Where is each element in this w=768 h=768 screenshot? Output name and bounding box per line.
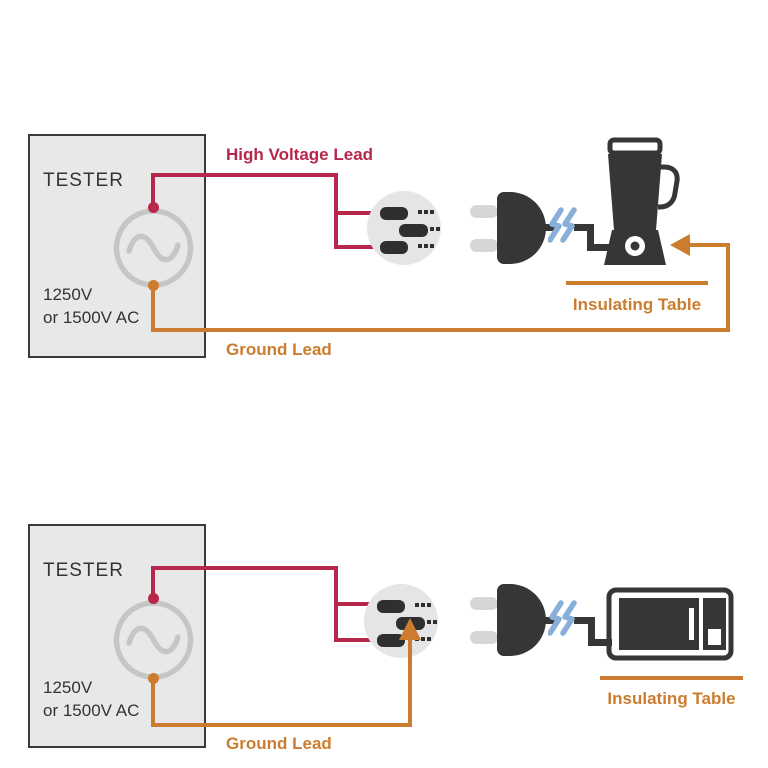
- wire-segment: [336, 638, 382, 642]
- ground-terminal-dot: [148, 280, 159, 291]
- ground-arrowhead-icon: [670, 234, 690, 256]
- voltage-rating: 1250V or 1500V AC: [43, 676, 139, 722]
- power-cord-segment: [574, 617, 594, 624]
- wire-segment: [336, 211, 382, 215]
- microwave-icon: [606, 587, 734, 661]
- tester-label: TESTER: [43, 170, 124, 191]
- ac-source-icon: [113, 600, 194, 680]
- voltage-line1: 1250V: [43, 285, 93, 304]
- high-voltage-terminal-dot: [148, 202, 159, 213]
- ground-arrowhead-icon: [399, 618, 421, 640]
- tester-label: TESTER: [43, 560, 124, 581]
- voltage-line2: or 1500V AC: [43, 701, 140, 720]
- voltage-line1: 1250V: [43, 678, 93, 697]
- wire-segment: [151, 566, 155, 600]
- voltage-line2: or 1500V AC: [43, 308, 140, 327]
- ground-terminal-dot: [148, 673, 159, 684]
- wire-segment: [151, 328, 730, 332]
- power-cord-segment: [588, 639, 612, 646]
- power-cord-segment: [543, 617, 555, 624]
- ground-lead-label: Ground Lead: [226, 340, 332, 359]
- wire-segment: [336, 245, 382, 249]
- wire-segment: [151, 679, 155, 727]
- insulating-table-label: Insulating Table: [572, 295, 702, 314]
- wire-segment: [336, 602, 382, 606]
- power-cord-segment: [587, 244, 612, 251]
- ac-source-icon: [113, 208, 194, 288]
- blender-icon: [604, 137, 680, 265]
- wire-segment: [151, 566, 338, 570]
- insulating-table-line: [566, 281, 708, 285]
- plug-icon: [470, 584, 546, 656]
- cord-break-icon: [548, 600, 577, 636]
- power-cord-segment: [587, 224, 594, 251]
- insulating-table-label: Insulating Table: [607, 689, 736, 708]
- wire-segment: [408, 640, 412, 727]
- power-cord-segment: [574, 224, 594, 231]
- power-cord-segment: [588, 617, 595, 646]
- wire-segment: [690, 243, 730, 247]
- power-cord-segment: [543, 224, 555, 231]
- wire-segment: [151, 286, 155, 332]
- wire-segment: [151, 173, 155, 207]
- plug-icon: [470, 192, 546, 264]
- wire-segment: [726, 243, 730, 332]
- wire-segment: [151, 173, 338, 177]
- outlet-face-icon: [367, 191, 441, 265]
- high-voltage-lead-label: High Voltage Lead: [226, 145, 374, 164]
- ground-lead-label: Ground Lead: [226, 734, 332, 753]
- cord-break-icon: [548, 207, 577, 243]
- wire-segment: [151, 723, 412, 727]
- insulating-table-line: [600, 676, 743, 680]
- voltage-rating: 1250V or 1500V AC: [43, 283, 139, 329]
